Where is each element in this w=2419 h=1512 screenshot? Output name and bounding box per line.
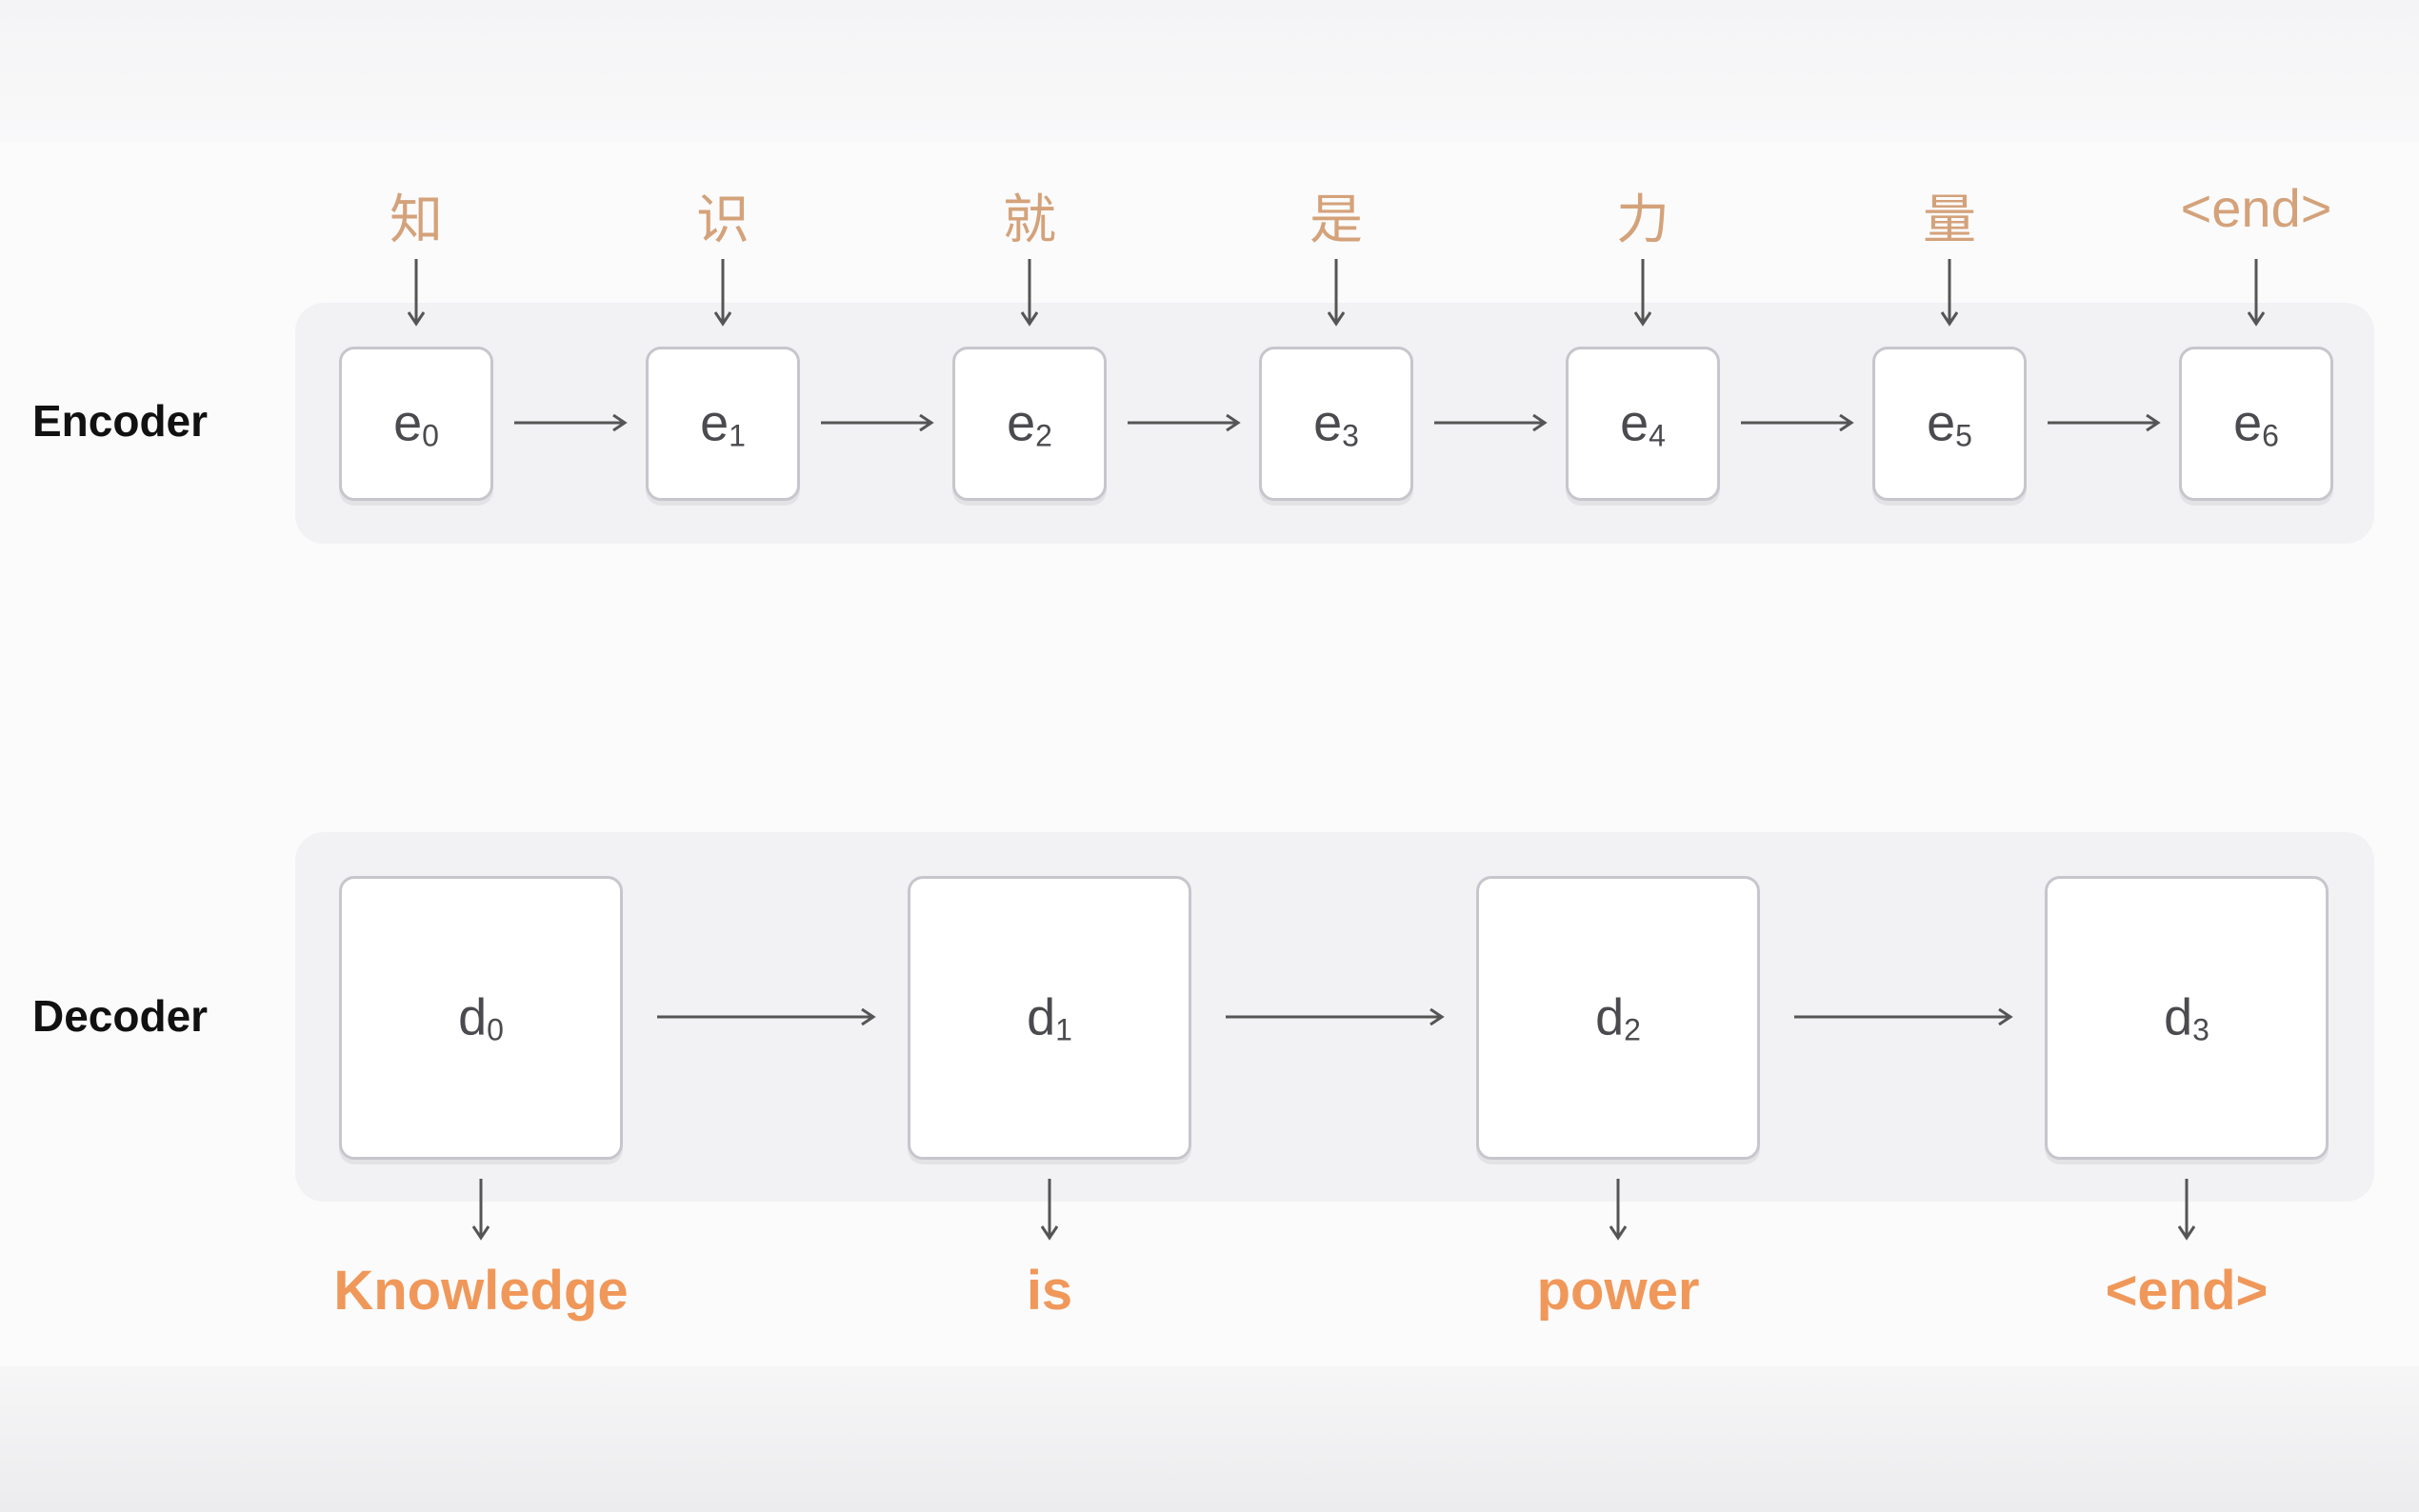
top-shade [0,0,2419,143]
encoder-node-2-index: 2 [1035,418,1052,453]
decoder-node-2-symbol: d [1595,988,1625,1046]
decoder-node-2-index: 2 [1624,1012,1641,1047]
encoder-input-token-0: 知 [390,189,443,249]
encoder-node-4-symbol: e [1620,394,1649,452]
encoder-node-6: e6 [2179,347,2333,501]
decoder-output-token-2: power [1536,1260,1700,1322]
encoder-node-6-label: e6 [2182,394,2330,454]
encoder-node-4-index: 4 [1649,418,1666,453]
encoder-input-token-2: 就 [1003,189,1056,249]
encoder-input-token-6: <end> [2180,178,2332,238]
encoder-node-5-label: e5 [1875,394,2024,454]
encoder-node-3-index: 3 [1342,418,1359,453]
encoder-node-5-symbol: e [1927,394,1956,452]
decoder-node-1-index: 1 [1055,1012,1072,1047]
decoder-node-2-label: d2 [1479,988,1757,1048]
decoder-node-0-label: d0 [342,988,620,1048]
decoder-output-token-3: <end> [2105,1260,2269,1322]
decoder-node-3-index: 3 [2192,1012,2209,1047]
encoder-node-0: e0 [339,347,493,501]
decoder-node-3-symbol: d [2164,988,2193,1046]
encoder-node-5: e5 [1872,347,2027,501]
encoder-node-4: e4 [1566,347,1720,501]
encoder-node-1-index: 1 [729,418,746,453]
encoder-node-1: e1 [646,347,800,501]
encoder-node-6-symbol: e [2233,394,2263,452]
encoder-label: Encoder [32,396,209,446]
encoder-node-2: e2 [952,347,1107,501]
bottom-shade [0,1366,2419,1512]
decoder-node-3: d3 [2045,876,2329,1160]
decoder-node-0-index: 0 [487,1012,504,1047]
encoder-node-2-label: e2 [955,394,1104,454]
encoder-node-1-symbol: e [700,394,730,452]
encoder-input-token-3: 是 [1309,189,1363,249]
encoder-input-token-1: 识 [696,189,750,249]
decoder-output-token-1: is [1026,1260,1073,1322]
encoder-node-3-symbol: e [1313,394,1343,452]
encoder-node-3-label: e3 [1262,394,1410,454]
encoder-node-0-index: 0 [422,418,439,453]
encoder-input-token-5: 量 [1923,189,1976,249]
encoder-node-0-symbol: e [393,394,423,452]
decoder-label: Decoder [32,991,209,1041]
decoder-node-1-label: d1 [910,988,1189,1048]
decoder-node-2: d2 [1476,876,1760,1160]
decoder-output-token-0: Knowledge [333,1260,629,1322]
encoder-node-2-symbol: e [1007,394,1036,452]
encoder-node-5-index: 5 [1955,418,1972,453]
decoder-node-1-symbol: d [1027,988,1056,1046]
decoder-node-1: d1 [908,876,1191,1160]
encoder-node-0-label: e0 [342,394,490,454]
encoder-node-1-label: e1 [649,394,797,454]
decoder-node-0-symbol: d [458,988,488,1046]
encoder-node-6-index: 6 [2262,418,2279,453]
encoder-input-token-4: 力 [1616,189,1669,249]
encoder-node-4-label: e4 [1569,394,1717,454]
encoder-node-3: e3 [1259,347,1413,501]
decoder-node-0: d0 [339,876,623,1160]
decoder-node-3-label: d3 [2048,988,2326,1048]
